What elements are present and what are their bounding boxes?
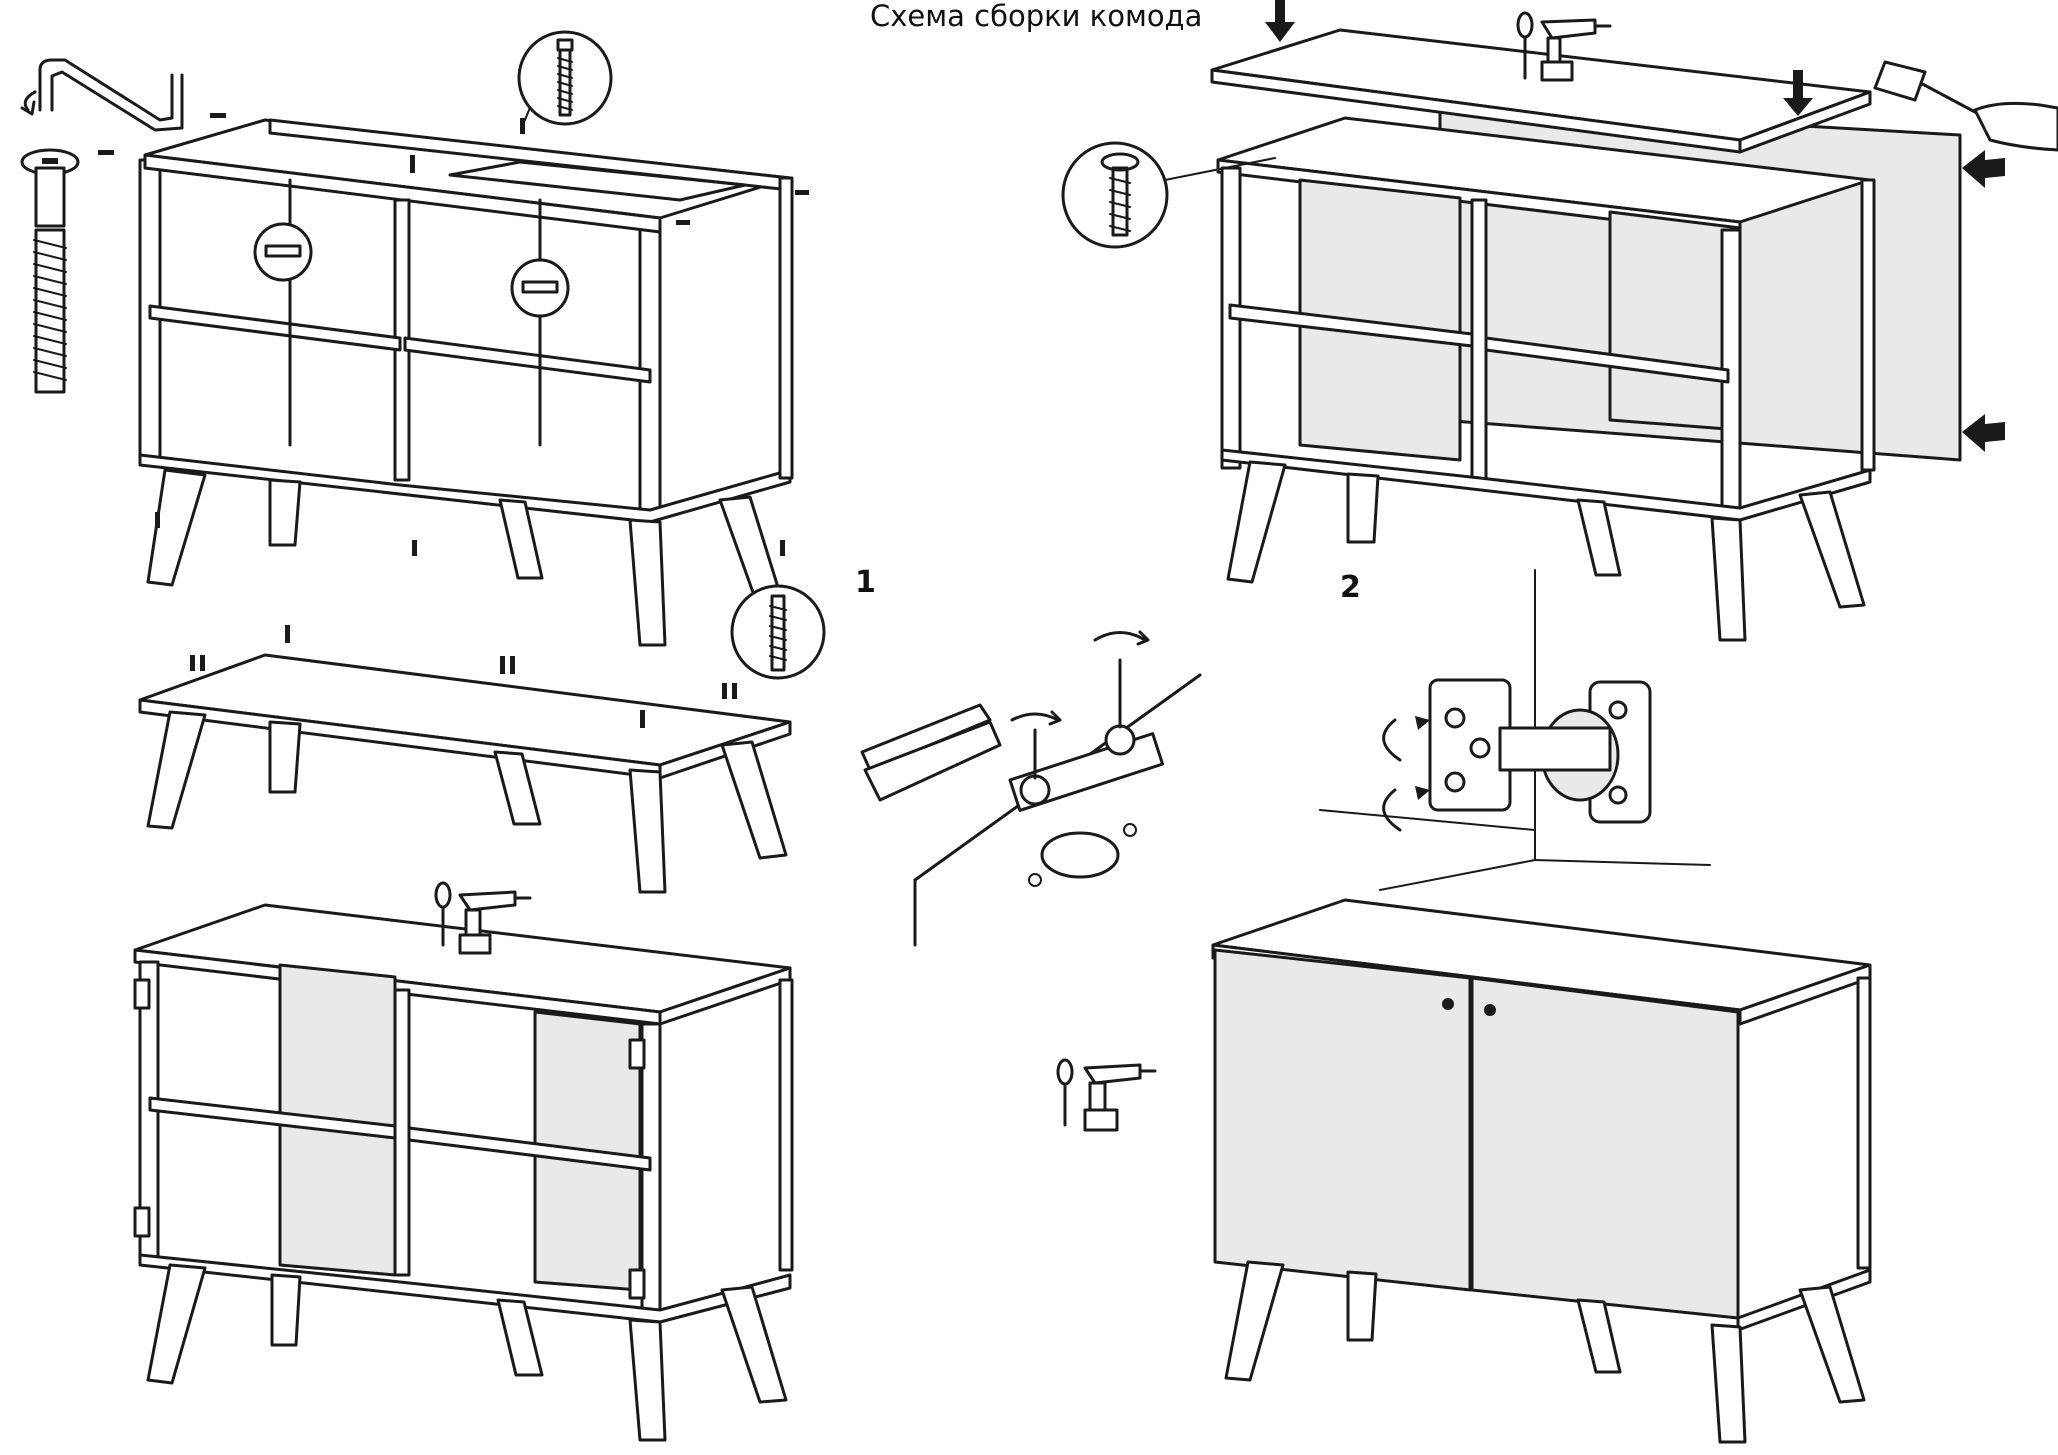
shelf-left	[148, 304, 402, 352]
step-number-2: 2	[1340, 570, 1361, 605]
hammer-icon	[1873, 60, 2058, 152]
shelf-right	[403, 336, 652, 384]
hinge-mount-detail	[860, 630, 1202, 947]
carcass-with-hinges	[133, 881, 794, 1442]
drill-icon-2	[1516, 11, 1612, 82]
hinge-icon	[133, 978, 646, 1300]
carcass-step1	[98, 113, 809, 647]
bottom-panel	[138, 453, 792, 524]
screw-detail-icon-2	[730, 584, 826, 680]
screw-detail-icon	[517, 30, 613, 126]
arrow-down-icon	[1265, 0, 1813, 116]
right-door	[1470, 976, 1740, 1320]
hex-key-icon	[20, 58, 184, 132]
arrow-left-icon	[1962, 150, 2005, 452]
hinge-install-detail	[1319, 569, 1711, 891]
step-number-1: 1	[855, 565, 876, 600]
carcass-step2	[1210, 28, 1962, 642]
drill-icon-3	[1056, 1058, 1157, 1132]
screw-detail-icon-3	[1061, 141, 1276, 249]
screwdriver-icon	[434, 881, 452, 947]
rotate-arrow-icon	[1382, 716, 1430, 832]
diagram-title: Схема сборки комода	[870, 0, 1202, 33]
cam-bolt-icon	[20, 148, 80, 394]
left-door	[1213, 948, 1472, 1292]
finished-dresser	[1211, 898, 1872, 1444]
base-with-legs	[138, 625, 792, 894]
dowel-detail-icon	[253, 222, 570, 318]
drill-icon	[458, 890, 532, 955]
